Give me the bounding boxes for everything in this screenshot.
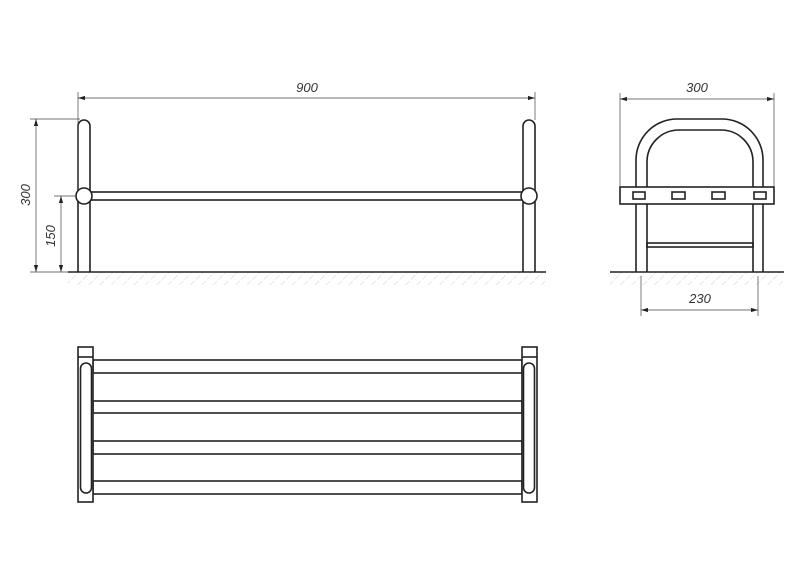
rail <box>92 480 523 495</box>
width-dimension-label: 300 <box>686 80 708 95</box>
side-view <box>610 93 784 316</box>
width-dimension <box>619 93 775 187</box>
ground-hatch <box>610 272 784 285</box>
right-joint <box>520 187 538 205</box>
rail-height-dimension-label: 150 <box>43 224 58 246</box>
slot <box>711 191 726 200</box>
rail-height-dimension <box>54 195 76 272</box>
base-width-dimension <box>640 276 759 316</box>
arch-outer <box>635 118 764 272</box>
length-dimension-label: 900 <box>296 80 318 95</box>
left-joint <box>75 187 93 205</box>
length-dimension <box>77 92 536 190</box>
slot <box>671 191 686 200</box>
base-width-dimension-label: 230 <box>688 291 711 306</box>
post-oval <box>79 362 93 494</box>
right-post <box>522 119 536 272</box>
crossbar <box>619 186 775 205</box>
horizontal-bar <box>89 191 524 201</box>
post-oval <box>522 362 536 494</box>
top-view <box>77 346 538 503</box>
rail <box>92 359 523 374</box>
height-dimension-label: 300 <box>18 183 33 205</box>
height-dimension <box>30 118 80 273</box>
front-view <box>30 92 546 285</box>
right-end-plate <box>521 346 538 503</box>
slot <box>632 191 646 200</box>
lower-rung <box>646 242 754 248</box>
rail <box>92 400 523 414</box>
arch-inner <box>646 129 754 272</box>
rails <box>92 359 523 495</box>
slot <box>753 191 767 200</box>
rail <box>92 440 523 455</box>
ground-hatch <box>68 272 546 285</box>
left-end-plate <box>77 346 94 503</box>
